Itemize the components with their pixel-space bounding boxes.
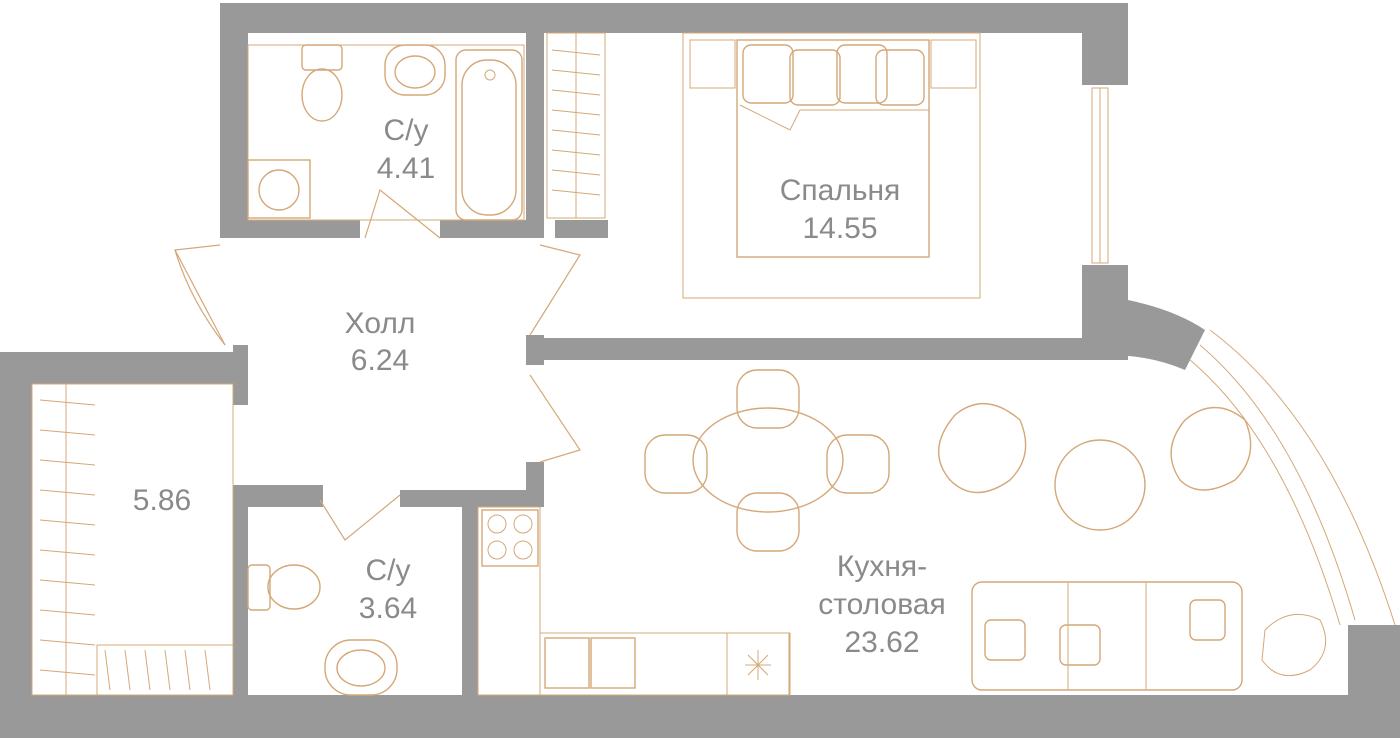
kitchen-units [477, 506, 791, 696]
windows [1091, 87, 1396, 626]
bottom-bathroom-fixtures [247, 564, 398, 696]
hall-name: Холл [345, 307, 416, 340]
kitchen-area: 23.62 [844, 626, 919, 659]
walls [0, 3, 1400, 738]
kitchen-name-line2: столовая [818, 588, 946, 621]
doors [174, 188, 581, 541]
hall-area: 6.24 [351, 344, 409, 377]
bathroom-top-name: С/у [384, 114, 429, 147]
top-bathroom-fixtures [247, 44, 525, 221]
wardrobe-top [546, 32, 606, 219]
bedroom-name: Спальня [780, 174, 901, 207]
closet-area: 5.86 [133, 484, 191, 517]
bathroom-bottom-name: С/у [366, 554, 411, 587]
bathroom-top-area: 4.41 [377, 152, 435, 185]
kitchen-name-line1: Кухня- [837, 550, 927, 583]
bedroom-area: 14.55 [802, 212, 877, 245]
room-labels: С/у 4.41 Спальня 14.55 Холл 6.24 5.86 С/… [133, 114, 946, 659]
dining-set [644, 369, 890, 552]
closet-shelves [31, 383, 234, 696]
bedroom-bed [682, 32, 981, 299]
bathroom-bottom-area: 3.64 [359, 592, 417, 625]
lounge-set [937, 402, 1327, 691]
